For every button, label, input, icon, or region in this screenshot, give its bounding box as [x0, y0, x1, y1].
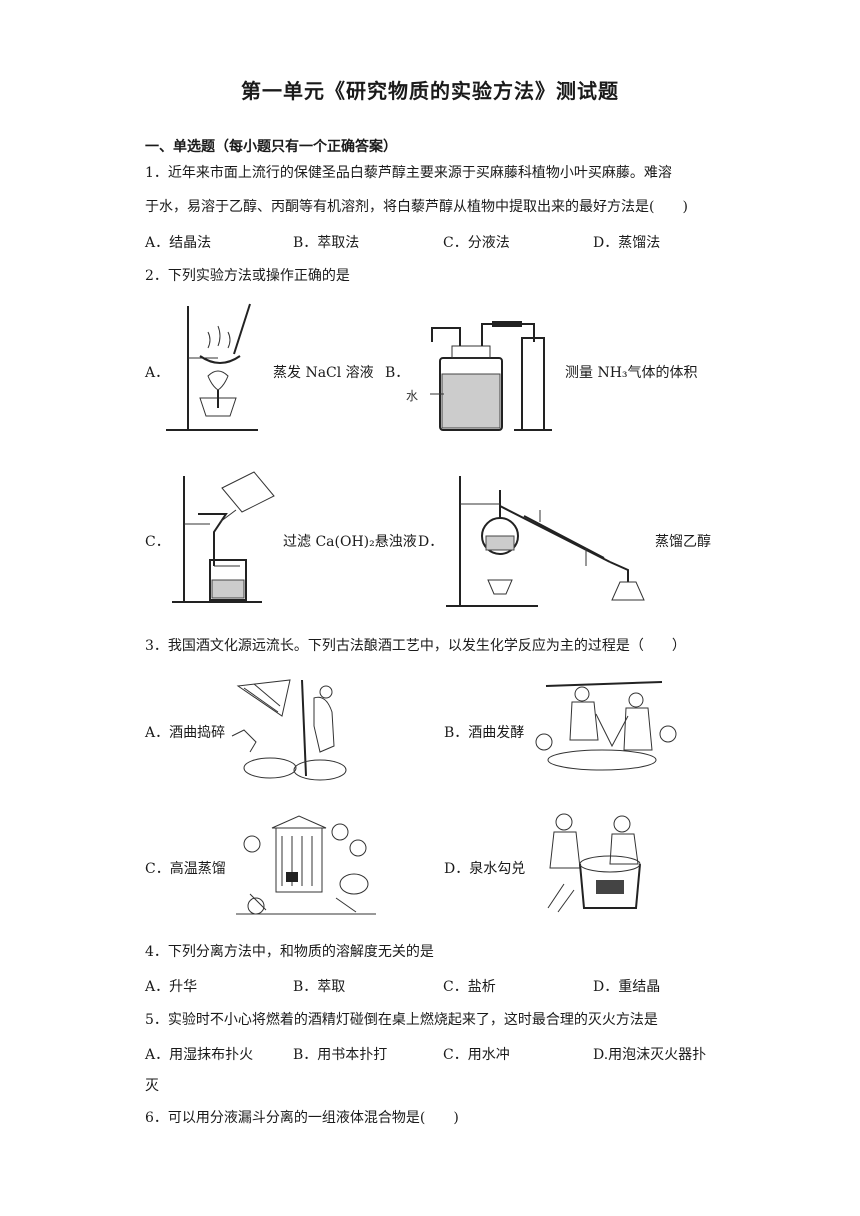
q4-option-c: C．盐析 [443, 979, 496, 995]
q4-stem: 4．下列分离方法中，和物质的溶解度无关的是 [145, 944, 434, 960]
q1-stem-line1: 1．近年来市面上流行的保健圣品白藜芦醇主要来源于买麻藤科植物小叶买麻藤。难溶 [145, 165, 672, 181]
q5-option-c: C．用水冲 [443, 1047, 510, 1063]
q2-stem: 2．下列实验方法或操作正确的是 [145, 268, 350, 284]
blending-water-illustration [547, 813, 641, 913]
q1-option-a: A．结晶法 [145, 235, 212, 251]
q5-stem: 5．实验时不小心将燃着的酒精灯碰倒在桌上燃烧起来了，这时最合理的灭火方法是 [145, 1012, 658, 1028]
q4-option-a: A．升华 [145, 979, 198, 995]
filtration-apparatus-figure [172, 471, 275, 603]
q1-option-c: C．分液法 [443, 235, 510, 251]
q5-option-d-wrap: 灭 [145, 1078, 159, 1094]
q2-option-d-label: 蒸馏乙醇 [655, 534, 711, 550]
fermenting-koji-illustration [535, 681, 677, 771]
q2-option-b-letter: B． [385, 365, 410, 381]
section-heading: 一、单选题（每小题只有一个正确答案） [145, 139, 397, 155]
q4-option-b: B．萃取 [293, 979, 346, 995]
q3-option-c: C．高温蒸馏 [145, 861, 226, 877]
q3-option-a: A．酒曲捣碎 [145, 725, 226, 741]
q4-option-d: D．重结晶 [593, 979, 661, 995]
q2-option-c-label: 过滤 Ca(OH)₂悬浊液 [283, 534, 417, 550]
page-title: 第一单元《研究物质的实验方法》测试题 [241, 79, 619, 103]
gas-volume-apparatus-figure: 水 [406, 321, 552, 431]
evaporation-apparatus-figure [166, 303, 258, 431]
q5-option-a: A．用湿抹布扑火 [145, 1047, 254, 1063]
pounding-koji-illustration [231, 679, 347, 781]
q2-option-a-letter: A． [145, 365, 170, 381]
q3-option-b: B．酒曲发酵 [444, 725, 525, 741]
q2-option-b-label: 测量 NH₃气体的体积 [565, 365, 698, 381]
distilling-liquor-illustration [236, 815, 376, 915]
water-label: 水 [406, 389, 418, 403]
q1-option-d: D．蒸馏法 [593, 235, 661, 251]
q5-option-d: D.用泡沫灭火器扑 [593, 1047, 707, 1063]
q3-stem: 3．我国酒文化源远流长。下列古法酿酒工艺中，以发生化学反应为主的过程是（ ） [145, 638, 686, 654]
q3-option-d: D．泉水勾兑 [444, 861, 526, 877]
q2-option-a-label: 蒸发 NaCl 溶液 [273, 365, 374, 381]
distillation-apparatus-figure [446, 476, 645, 607]
q2-option-c-letter: C． [145, 534, 170, 550]
q6-stem: 6．可以用分液漏斗分离的一组液体混合物是( ) [145, 1110, 459, 1126]
q5-option-b: B．用书本扑打 [293, 1047, 388, 1063]
q1-option-b: B．萃取法 [293, 235, 360, 251]
q1-stem-line2: 于水，易溶于乙醇、丙酮等有机溶剂，将白藜芦醇从植物中提取出来的最好方法是( ) [145, 199, 688, 215]
q2-option-d-letter: D． [418, 534, 444, 550]
